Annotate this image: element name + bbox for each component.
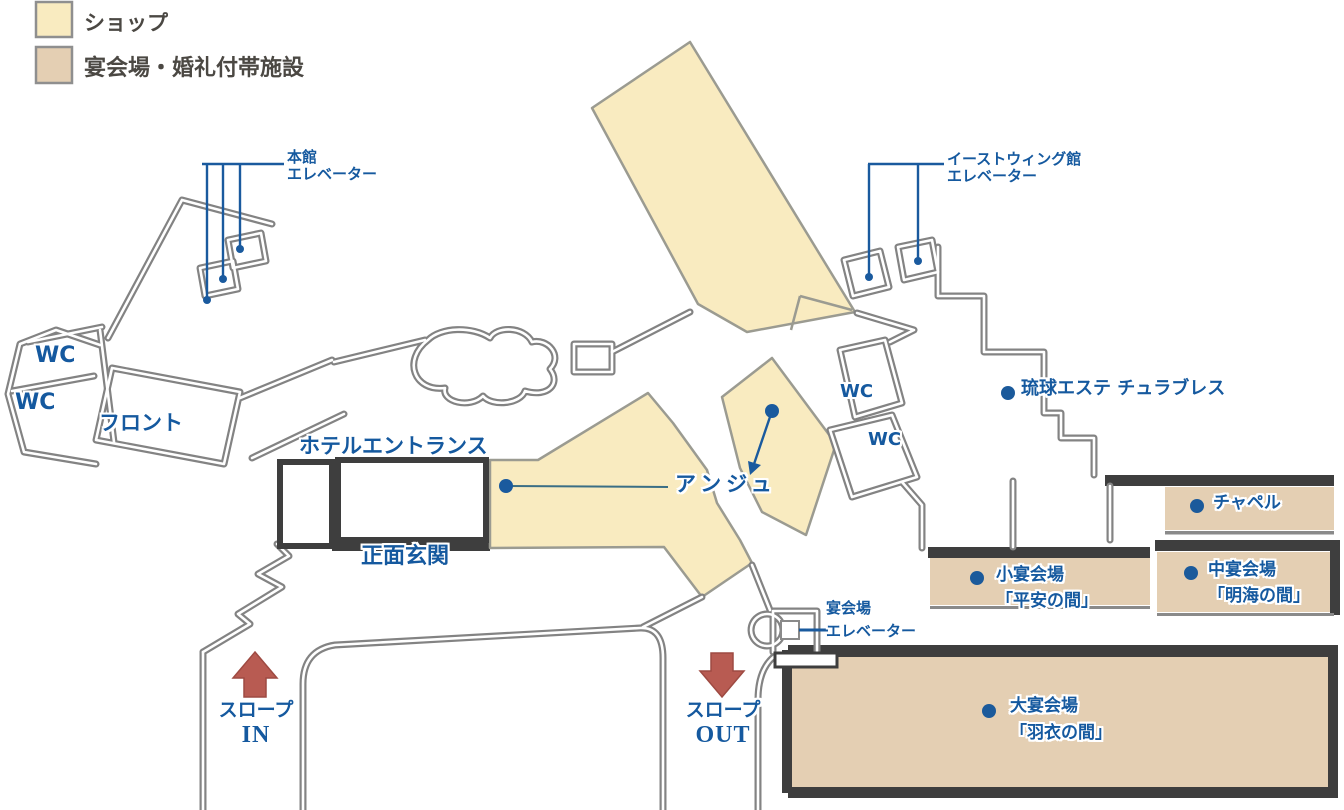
entrance-structures <box>277 457 839 669</box>
shop-area-north-shape <box>590 40 857 334</box>
small-banquet-area-shape <box>930 558 1150 605</box>
east-wing-elevator-line1: イーストウィング館 <box>947 150 1082 168</box>
slope-out-line2: OUT <box>695 721 751 748</box>
main-elevator-line2: エレベーター <box>287 165 378 184</box>
medium-banquet-line1: 中宴会場 <box>1208 560 1276 580</box>
banquet-elevator-line1: 宴会場 <box>826 599 872 617</box>
front-desk-label: フロント <box>99 411 183 435</box>
shop-area-center-shape <box>720 356 838 537</box>
bullet-large-banquet <box>982 704 996 718</box>
shop-area-divider-lines <box>789 294 853 331</box>
slope-in-label: スロープ IN <box>200 699 312 749</box>
shop-area-ange-shape <box>488 391 754 599</box>
medium-banquet-line2: 「明海の間」 <box>1208 585 1310 606</box>
chapel-underline <box>1165 531 1334 535</box>
wc-east-lower-label: WC <box>868 429 902 450</box>
shop-areas <box>488 40 857 599</box>
large-banquet-line1: 大宴会場 <box>1010 696 1078 716</box>
legend-shop-label: ショップ <box>84 11 168 35</box>
small-banquet-underline <box>930 606 1150 609</box>
legend-banquet-swatch <box>34 45 74 85</box>
entrance-box-main <box>335 457 489 543</box>
banquet-areas <box>790 487 1334 787</box>
slope-arrows <box>231 650 746 699</box>
facility-bullets <box>970 386 1204 718</box>
banquet-elevator-box <box>780 620 800 640</box>
banquet-lobby-box <box>773 651 839 669</box>
medium-banquet-underline <box>1157 613 1334 616</box>
bullet-medium-banquet <box>1184 566 1198 580</box>
slope-out-arrow-icon <box>698 652 746 699</box>
large-banquet-line2: 「羽衣の間」 <box>1010 723 1112 744</box>
slope-out-line1: スロープ <box>685 699 761 721</box>
medium-banquet-label: 中宴会場 「明海の間」 <box>1208 558 1310 609</box>
bullet-small-banquet <box>970 571 984 585</box>
main-elevator-label: 本館 エレベーター <box>287 148 378 184</box>
bullet-chapel <box>1190 499 1204 513</box>
main-entrance-label: 正面玄関 <box>361 544 450 569</box>
wc-lower-label: WC <box>15 390 56 415</box>
dark-walls <box>332 475 1340 798</box>
chapel-label: チャペル <box>1213 493 1281 513</box>
east-wing-elevator-line2: エレベーター <box>947 167 1038 186</box>
slope-in-arrow-icon <box>231 650 279 698</box>
entrance-box-left <box>277 459 335 549</box>
small-banquet-line2: 「平安の間」 <box>996 590 1098 611</box>
bullet-ryukyu-esthe <box>1001 386 1015 400</box>
wc-upper-label: WC <box>35 343 76 368</box>
banquet-elevator-label: 宴会場 エレベーター <box>826 597 916 644</box>
legend-banquet-label: 宴会場・婚礼付帯施設 <box>84 56 305 81</box>
hotel-entrance-label: ホテルエントランス <box>299 434 488 458</box>
small-banquet-label: 小宴会場 「平安の間」 <box>996 563 1098 614</box>
large-banquet-area-shape <box>790 657 1334 787</box>
ryukyu-esthe-label: 琉球エステ チュラブレス <box>1021 378 1226 399</box>
leader-lines <box>202 162 944 632</box>
east-wing-elevator-label: イーストウィング館 エレベーター <box>947 150 1082 186</box>
shop-ange-label: アンジュ <box>675 472 777 496</box>
slope-in-line1: スロープ <box>218 699 294 721</box>
legend-shop-swatch <box>34 0 74 39</box>
leader-dots <box>203 245 922 493</box>
medium-banquet-area-shape <box>1157 552 1334 612</box>
main-elevator-line1: 本館 <box>287 148 318 166</box>
slope-out-label: スロープ OUT <box>667 699 779 749</box>
legend-swatches <box>34 0 74 85</box>
slope-in-line2: IN <box>241 721 271 748</box>
wc-east-upper-label: WC <box>840 381 874 402</box>
banquet-elevator-line2: エレベーター <box>826 622 917 641</box>
large-banquet-label: 大宴会場 「羽衣の間」 <box>1010 693 1112 747</box>
small-banquet-line1: 小宴会場 <box>996 565 1064 585</box>
